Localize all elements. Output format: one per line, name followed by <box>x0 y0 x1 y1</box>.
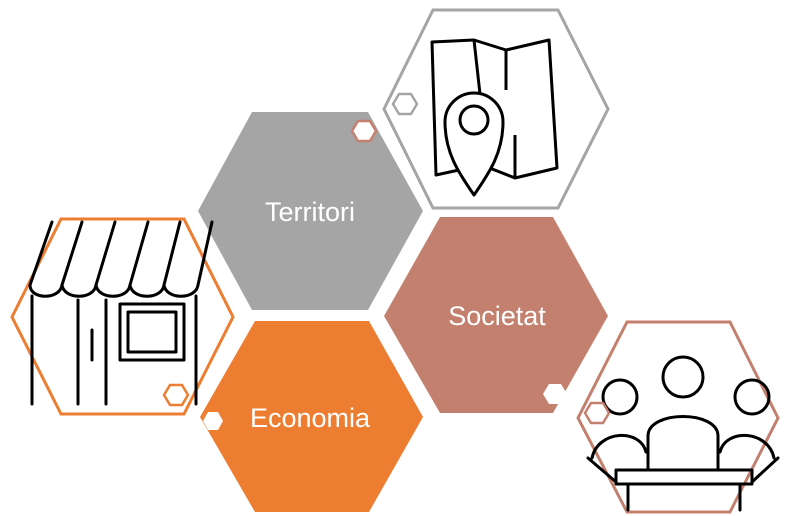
territori-hexagon: Territori <box>198 112 423 310</box>
small-hex-marker <box>583 401 611 425</box>
meeting-group-icon <box>586 355 780 512</box>
economia-hexagon: Economia <box>200 321 423 512</box>
meeting-hexagon <box>576 320 780 514</box>
small-hex-marker <box>350 119 378 143</box>
small-hex-marker <box>543 384 567 404</box>
small-hex-marker <box>162 383 190 407</box>
small-hex-marker <box>203 412 223 430</box>
societat-hexagon: Societat <box>384 217 608 413</box>
shop-icon <box>28 220 214 406</box>
map-pin-icon <box>430 38 559 197</box>
shop-hexagon <box>10 217 235 416</box>
societat-label: Societat <box>448 301 546 331</box>
economia-label: Economia <box>250 403 371 433</box>
small-hex-marker <box>391 92 419 116</box>
territori-label: Territori <box>265 197 355 227</box>
map-hexagon <box>382 8 610 210</box>
